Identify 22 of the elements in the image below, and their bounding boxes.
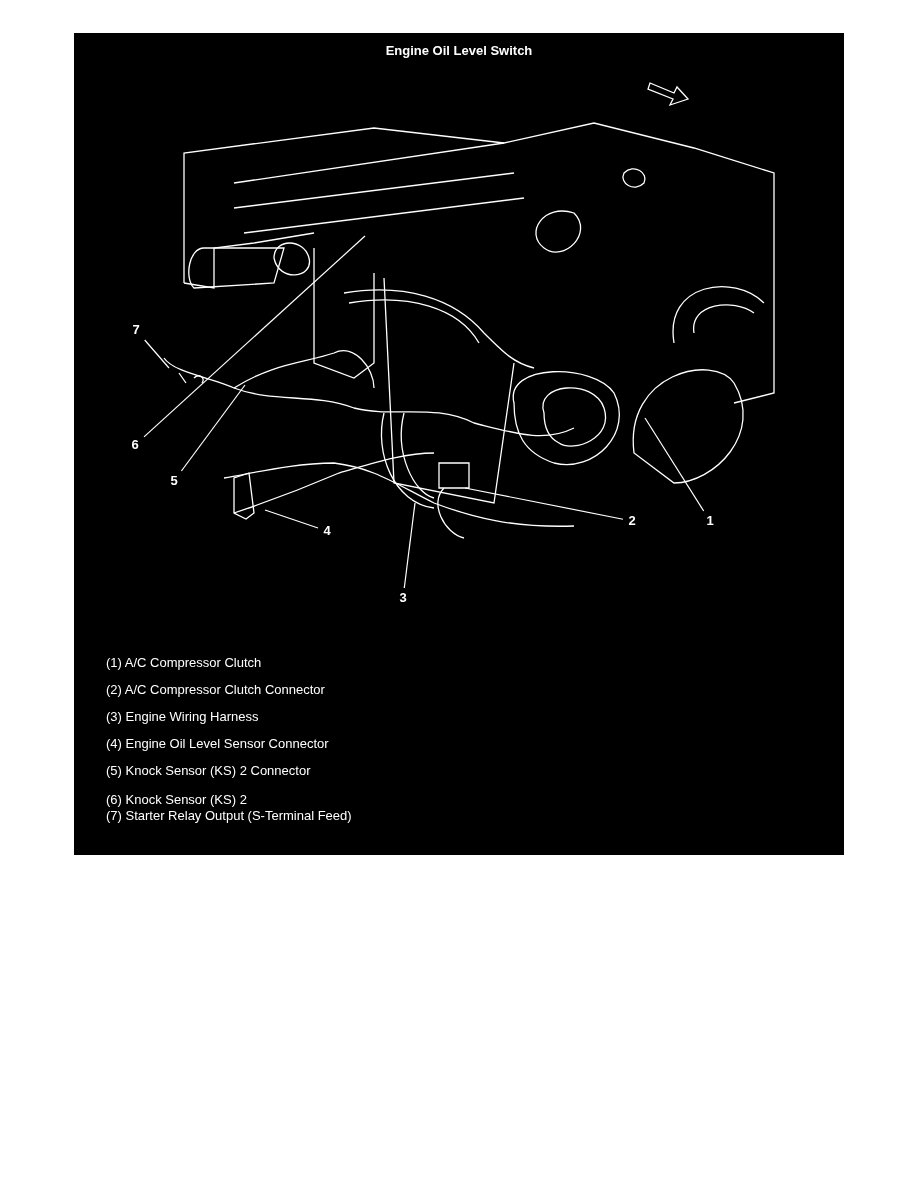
leader-line (180, 384, 246, 472)
leader-line (143, 235, 366, 438)
callout-number: 2 (625, 513, 639, 529)
part-name: (7) Starter Relay Output (S-Terminal Feed) (106, 808, 352, 823)
callout-number: 3 (396, 590, 410, 606)
part-name: (5) Knock Sensor (KS) 2 Connector (106, 763, 311, 778)
leader-line (464, 487, 624, 520)
part-name: (3) Engine Wiring Harness (106, 709, 259, 724)
part-name: (2) A/C Compressor Clutch Connector (106, 682, 325, 697)
leader-line (144, 339, 170, 369)
part-name: (6) Knock Sensor (KS) 2 (106, 792, 247, 807)
leader-line (644, 417, 705, 512)
part-name: (1) A/C Compressor Clutch (106, 655, 262, 670)
diagram-title: Engine Oil Level Switch (384, 43, 534, 58)
callout-number: 7 (129, 322, 143, 338)
callout-number: 1 (703, 513, 717, 529)
part-name: (4) Engine Oil Level Sensor Connector (106, 736, 329, 751)
leader-line (264, 509, 319, 529)
leader-line (403, 502, 416, 589)
callout-number: 6 (128, 437, 142, 453)
callout-number: 5 (167, 473, 181, 489)
callout-number: 4 (320, 523, 334, 539)
